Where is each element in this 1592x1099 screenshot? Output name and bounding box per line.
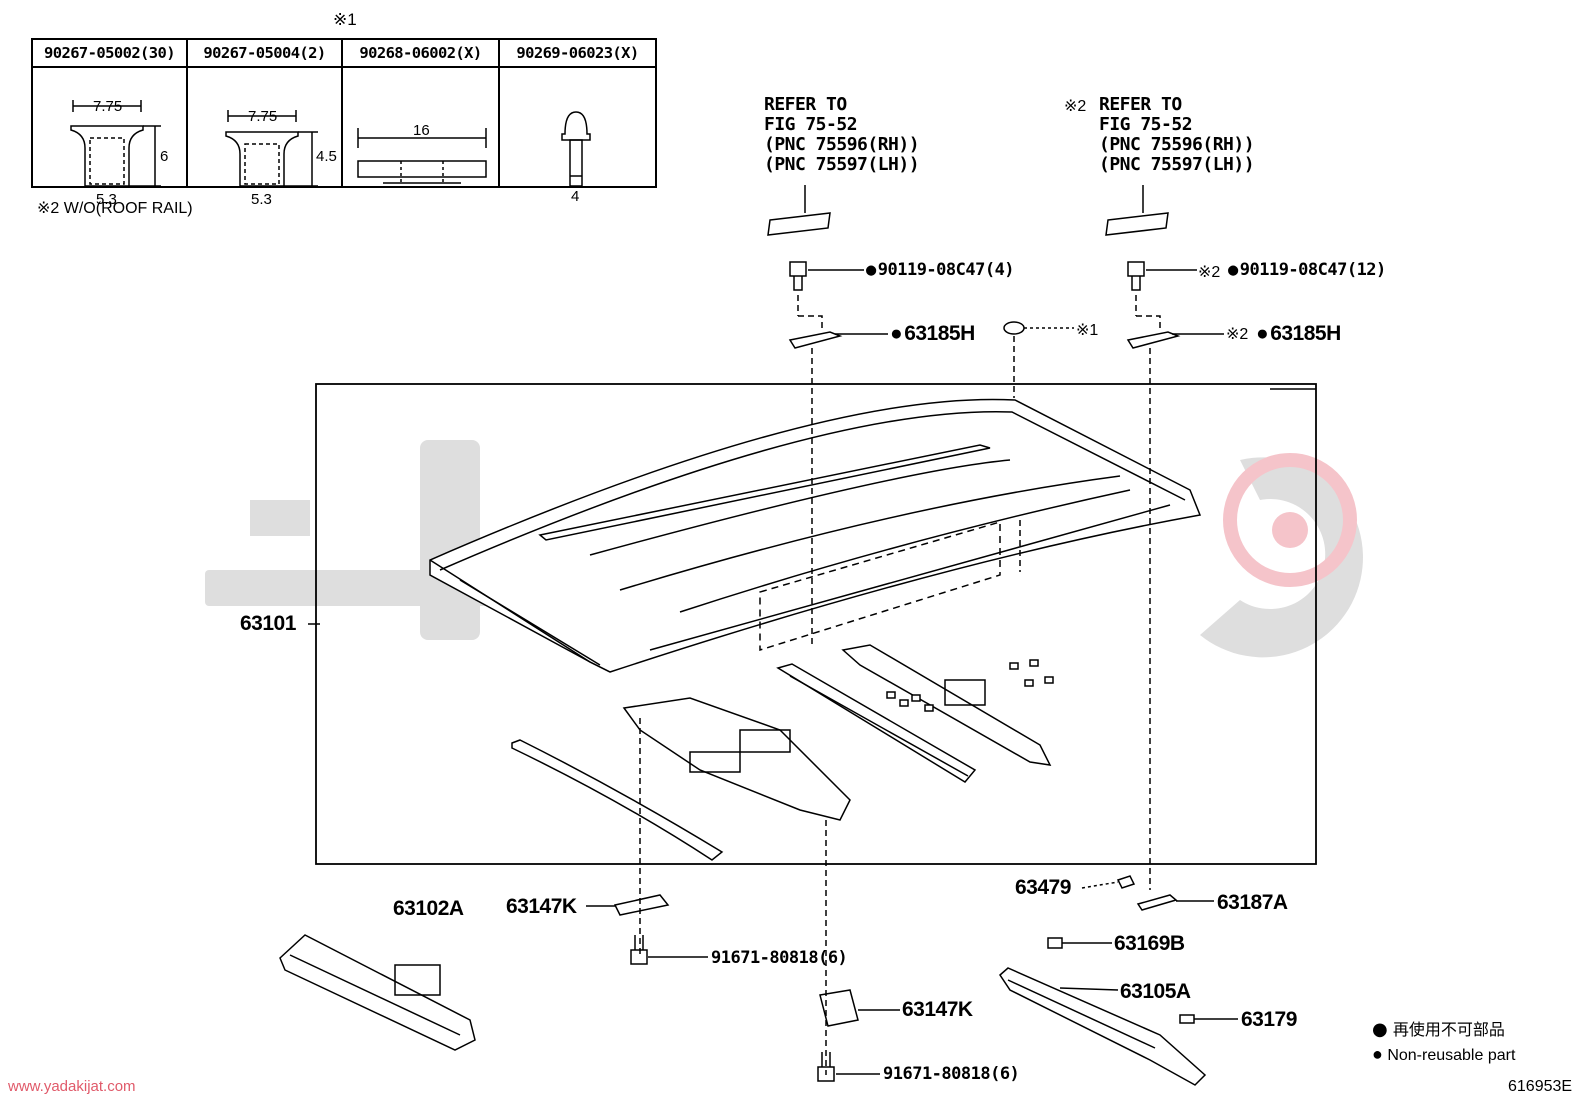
screw-left-drawing — [630, 935, 648, 965]
refer-right-line-2: FIG 75-52 — [1099, 114, 1193, 135]
callout-bracket-63187A: 63187A — [1217, 891, 1288, 914]
roof-bow-2 — [622, 697, 851, 821]
callout-bolt-right-mark: ※2 — [1198, 264, 1221, 281]
pad-63179-drawing — [1179, 1014, 1195, 1024]
refer-left-line-3: (PNC 75596(RH)) — [764, 134, 920, 155]
rail-tape-right — [1105, 212, 1169, 236]
callout-bracket-center: 63147K — [902, 998, 973, 1021]
callout-bracket-left: 63185H — [890, 322, 975, 346]
tape-drawing — [357, 128, 487, 184]
spec-header-2: 90267-05004(2) — [186, 38, 343, 68]
callout-screw-left: 91671-80818(6) — [711, 948, 848, 968]
refer-right-line-3: (PNC 75596(RH)) — [1099, 134, 1255, 155]
pad-63479-drawing — [1116, 875, 1136, 889]
rail-tape-left — [767, 212, 831, 236]
spec-note-mark: ※1 — [333, 10, 357, 29]
front-header-drawing — [999, 967, 1207, 1086]
refer-left-line-4: (PNC 75597(LH)) — [764, 154, 920, 175]
clip-1-side-dim: 6 — [160, 148, 169, 165]
spec-header-3: 90268-06002(X) — [341, 38, 500, 68]
rear-header-drawing — [279, 934, 476, 1051]
callout-pad-63479: 63479 — [1015, 876, 1071, 899]
callout-bolt-right: 90119-08C47(12) — [1228, 260, 1387, 280]
clip-1-drawing — [70, 100, 161, 186]
bracket-right-drawing — [1126, 331, 1181, 349]
rivet-drawing — [561, 111, 591, 186]
legend-english-text: Non-reusable part — [1387, 1047, 1516, 1064]
diagram-code: 616953E — [1508, 1078, 1573, 1095]
bracket-63187A-drawing — [1136, 894, 1178, 911]
clip-2-bottom-dim: 5.3 — [251, 191, 272, 208]
spec-cell-rivet: 4 — [498, 66, 657, 205]
roof-bow-3 — [776, 663, 977, 783]
bolt-right-drawing — [1127, 261, 1145, 291]
refer-left-line-2: FIG 75-52 — [764, 114, 858, 135]
clip-2-drawing — [225, 110, 318, 186]
non-reusable-dot-icon: ● — [1372, 1019, 1388, 1040]
callout-bracket-right-mark: ※2 — [1226, 326, 1249, 343]
callout-roof-panel: 63101 — [240, 612, 296, 635]
legend-english: ● Non-reusable part — [1372, 1044, 1515, 1065]
note-without-roof-rail: ※2 W/O(ROOF RAIL) — [37, 200, 193, 217]
callout-screw-center: 91671-80818(6) — [883, 1064, 1020, 1084]
callout-pad-63169B: 63169B — [1114, 932, 1185, 955]
pad-63169B-drawing — [1047, 937, 1063, 949]
non-reusable-dot-icon-2: ● — [1372, 1044, 1383, 1064]
refer-right-line-1: REFER TO — [1099, 94, 1182, 115]
spec-header-4: 90269-06023(X) — [498, 38, 657, 68]
callout-pad-63179: 63179 — [1241, 1008, 1297, 1031]
bracket-center-drawing — [819, 989, 859, 1027]
legend-japanese: ● 再使用不可部品 — [1372, 1016, 1505, 1040]
roof-panel-drawing — [429, 398, 1202, 673]
bolt-left-drawing — [789, 261, 807, 291]
watermark-url: www.yadakijat.com — [8, 1078, 136, 1095]
spec-cell-tape: 16 — [341, 66, 500, 188]
callout-front-header: 63105A — [1120, 980, 1191, 1003]
rivet-bottom-dim: 4 — [571, 188, 580, 205]
spec-header-1: 90267-05002(30) — [31, 38, 188, 68]
tape-length-dim: 16 — [413, 122, 430, 139]
callout-bracket-right: 63185H — [1256, 322, 1341, 346]
roof-bow-1 — [511, 739, 724, 861]
callout-plug-mark: ※1 — [1076, 322, 1099, 339]
clip-1-bottom-dim: 5.3 — [96, 191, 117, 208]
spec-cell-clip-2: 7.75 4.5 5.3 — [186, 66, 343, 208]
refer-right-line-4: (PNC 75597(LH)) — [1099, 154, 1255, 175]
callout-rear-header: 63102A — [393, 897, 464, 920]
refer-left-line-1: REFER TO — [764, 94, 847, 115]
refer-right-mark: ※2 — [1064, 98, 1087, 115]
spec-cell-clip-1: 7.75 6 5.3 — [31, 66, 188, 208]
roof-bow-4 — [841, 644, 1052, 766]
bracket-left-drawing — [788, 331, 843, 349]
legend-japanese-text: 再使用不可部品 — [1392, 1020, 1505, 1039]
clip-2-side-dim: 4.5 — [316, 148, 337, 165]
clip-1-top-dim: 7.75 — [93, 98, 123, 115]
callout-bolt-left: 90119-08C47(4) — [866, 260, 1015, 280]
screw-center-drawing — [817, 1052, 835, 1082]
clip-2-top-dim: 7.75 — [248, 108, 278, 125]
callout-bracket-lower-left: 63147K — [506, 895, 577, 918]
plug-drawing — [1003, 321, 1025, 335]
bracket-lower-left-drawing — [613, 894, 670, 916]
fastener-spec-table: 90267-05002(30) 90267-05004(2) 90268-060… — [31, 38, 657, 208]
